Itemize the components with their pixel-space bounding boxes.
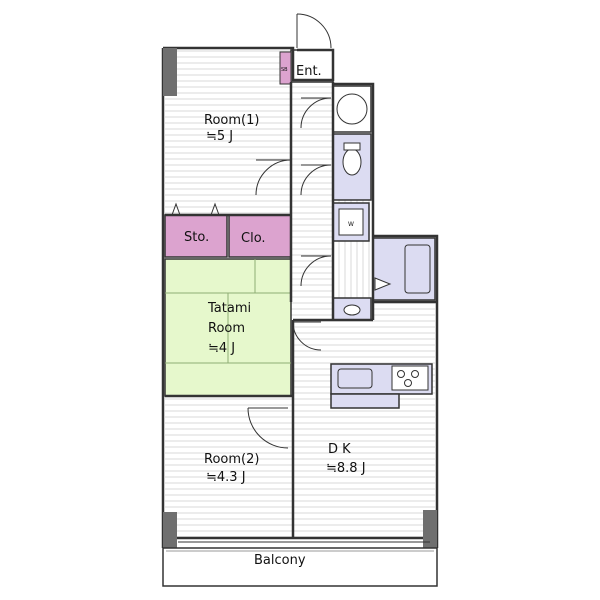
room1-name: Room(1) — [204, 113, 259, 128]
entrance-label: Ent. — [296, 64, 322, 79]
dk-size: ≒8.8 J — [326, 461, 366, 476]
shoe-box-label: SB — [281, 67, 288, 73]
pillar — [423, 510, 437, 554]
closet — [228, 214, 292, 258]
tatami-name-line2: Room — [208, 321, 245, 336]
stove — [391, 365, 429, 391]
tatami-size: ≒4 J — [208, 341, 235, 356]
basin-icon — [343, 304, 361, 316]
toilet-icon — [342, 148, 362, 176]
closet-label: Clo. — [241, 231, 266, 246]
shoe-box — [279, 51, 292, 85]
entrance — [290, 49, 334, 83]
doors — [247, 13, 332, 449]
windows — [178, 47, 430, 543]
kitchen-sink — [337, 368, 373, 389]
balcony — [162, 547, 438, 587]
room1-floor — [165, 50, 291, 215]
dk-floor — [293, 302, 435, 538]
pillar — [163, 512, 177, 548]
storage-label: Sto. — [184, 230, 209, 245]
hallway-floor — [291, 80, 333, 320]
water-heater-icon — [336, 93, 368, 125]
room2-size: ≒4.3 J — [206, 470, 246, 485]
room1-size: ≒5 J — [206, 129, 233, 144]
balcony-label: Balcony — [254, 553, 306, 568]
washer-label: W — [348, 221, 354, 228]
walls — [161, 46, 439, 548]
tatami-name-line1: Tatami — [207, 301, 251, 316]
pillar — [163, 48, 177, 96]
room2-name: Room(2) — [204, 452, 259, 467]
dk-name: D K — [328, 442, 351, 457]
bathtub-icon — [404, 244, 431, 294]
room2-floor — [165, 398, 293, 538]
